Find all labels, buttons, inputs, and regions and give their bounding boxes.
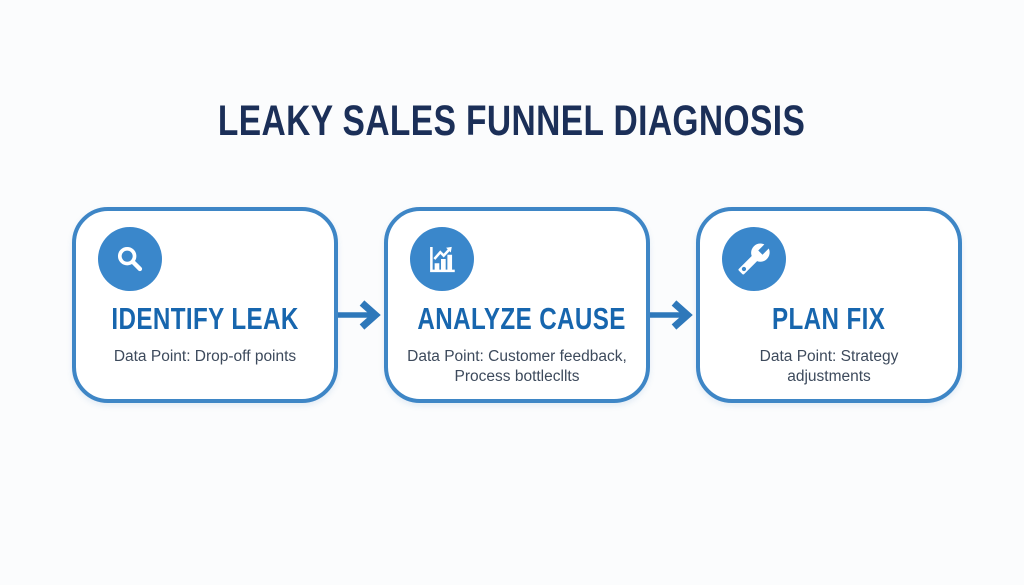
step-card-analyze-cause: ANALYZE CAUSE Data Point: Customer feedb… bbox=[384, 207, 650, 403]
step-heading-text: ANALYZE CAUSE bbox=[417, 301, 626, 336]
page-title-text: LEAKY SALES FUNNEL DIAGNOSIS bbox=[218, 97, 806, 145]
step-detail: Data Point: Drop-off points bbox=[113, 348, 297, 365]
arrow-right-icon bbox=[650, 293, 696, 337]
steps-row: IDENTIFY LEAK Data Point: Drop-off point… bbox=[72, 207, 962, 403]
step-heading-text: PLAN FIX bbox=[772, 301, 886, 336]
step-heading: PLAN FIX bbox=[700, 301, 958, 337]
bar-chart-icon bbox=[410, 227, 474, 291]
step-heading: ANALYZE CAUSE bbox=[388, 301, 646, 337]
step-heading: IDENTIFY LEAK bbox=[76, 301, 334, 337]
step-heading-text: IDENTIFY LEAK bbox=[111, 301, 299, 336]
magnifier-icon bbox=[98, 227, 162, 291]
arrow-right-icon bbox=[338, 293, 384, 337]
step-detail: Data Point: Strategy adjustments bbox=[759, 348, 899, 386]
step-detail: Data Point: Customer feedback, Process b… bbox=[407, 348, 627, 386]
step-card-plan-fix: PLAN FIX Data Point: Strategy adjustment… bbox=[696, 207, 962, 403]
wrench-icon bbox=[722, 227, 786, 291]
page-title: LEAKY SALES FUNNEL DIAGNOSIS bbox=[0, 98, 1024, 144]
step-card-identify-leak: IDENTIFY LEAK Data Point: Drop-off point… bbox=[72, 207, 338, 403]
